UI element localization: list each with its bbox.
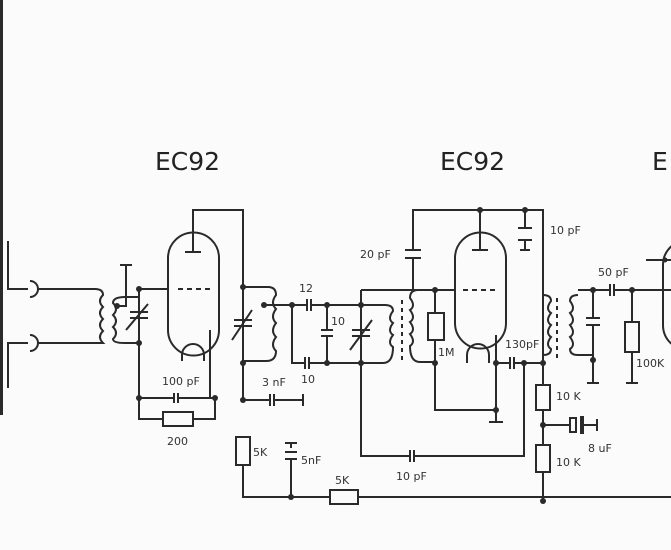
tank-coil-1 (243, 286, 292, 362)
variable-capacitor-2 (231, 309, 253, 341)
label-100pf: 100 pF (162, 375, 200, 388)
resistor-5k-1 (235, 436, 251, 466)
label-10pf-bottom: 10 pF (396, 470, 427, 483)
label-10pf-top: 10 pF (550, 224, 581, 237)
if-transformer-1 (361, 289, 435, 364)
label-5nf: 5nF (301, 454, 321, 467)
capacitor-50pf (609, 284, 615, 296)
scan-border (0, 0, 3, 415)
resistor-5k-2 (329, 489, 359, 505)
label-10k-2: 10 K (556, 456, 581, 469)
ground-wire (434, 290, 503, 423)
tube-label-1: EC92 (155, 147, 220, 176)
capacitor-130pf (496, 357, 546, 369)
label-20pf: 20 pF (360, 248, 391, 261)
tube-label-3: E (652, 147, 668, 176)
variable-capacitor-3 (349, 290, 525, 457)
tube-label-2: EC92 (440, 147, 505, 176)
electrolytic-capacitor-8uf (543, 416, 598, 434)
tube-ec92-1 (167, 209, 244, 400)
label-100k: 100K (636, 357, 665, 370)
capacitor-12 (289, 299, 361, 369)
input-transformer (94, 264, 139, 344)
supply-line (242, 465, 671, 498)
resistor-1m (427, 312, 445, 341)
capacitor-10pf-top (518, 210, 532, 251)
wire (125, 288, 216, 420)
label-10k-1: 10 K (556, 390, 581, 403)
label-50pf: 50 pF (598, 266, 629, 279)
capacitor-3nf (243, 394, 304, 406)
resistor-200 (162, 411, 194, 427)
label-10-vertical: 10 (331, 315, 345, 328)
if-transformer-2 (542, 294, 593, 358)
tube-ec92-2 (454, 210, 507, 410)
tube-3-partial (646, 245, 671, 345)
label-1m: 1M (438, 346, 455, 359)
label-8uf: 8 uF (588, 442, 612, 455)
label-12: 12 (299, 282, 313, 295)
label-5k-1: 5K (253, 446, 268, 459)
capacitor-shunt (586, 317, 600, 326)
label-130pf: 130pF (505, 338, 539, 351)
capacitor-100pf (136, 393, 218, 403)
antenna-input (7, 241, 95, 388)
variable-capacitor-1 (125, 289, 149, 343)
capacitor-5nf (285, 442, 297, 500)
resistor-10k-1 (535, 384, 551, 411)
resistor-100k (624, 321, 640, 353)
label-200: 200 (167, 435, 188, 448)
label-3nf: 3 nF (262, 376, 286, 389)
capacitor-20pf (405, 249, 421, 259)
label-10-bottom: 10 (301, 373, 315, 386)
resistor-10k-2 (535, 444, 551, 473)
capacitor-10pf-bottom (409, 450, 415, 462)
label-5k-2: 5K (335, 474, 350, 487)
